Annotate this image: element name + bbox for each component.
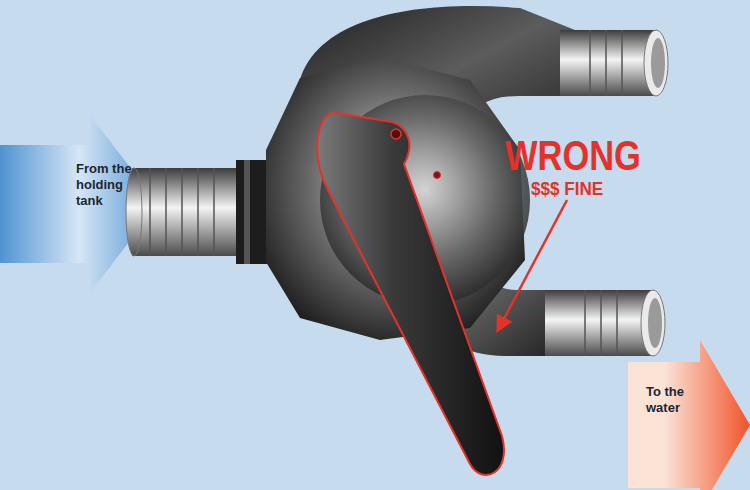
flow-arrow: From the holding tank <box>0 115 158 293</box>
screw-dot <box>434 172 441 179</box>
arrow-fill <box>0 115 158 293</box>
fine-label: $$$ FINE <box>531 178 603 200</box>
handle-pivot <box>391 129 401 139</box>
upper-outlet-barb <box>560 30 668 96</box>
upper-arm <box>300 6 575 150</box>
flow-label: To the water <box>646 384 702 416</box>
valve-handle <box>317 112 504 475</box>
valve-body <box>266 58 525 340</box>
warning-label: WRONG <box>505 132 641 180</box>
flow-arrow: To the water <box>628 340 750 490</box>
lower-outlet-barb <box>545 290 665 356</box>
leader-arrow <box>498 200 567 330</box>
arrow-fill <box>628 340 750 490</box>
nut-highlight <box>244 160 250 264</box>
flow-label: From the holding tank <box>76 161 140 209</box>
hex-nut <box>236 160 268 264</box>
valve-dome <box>320 95 530 305</box>
lower-arm <box>415 240 565 356</box>
